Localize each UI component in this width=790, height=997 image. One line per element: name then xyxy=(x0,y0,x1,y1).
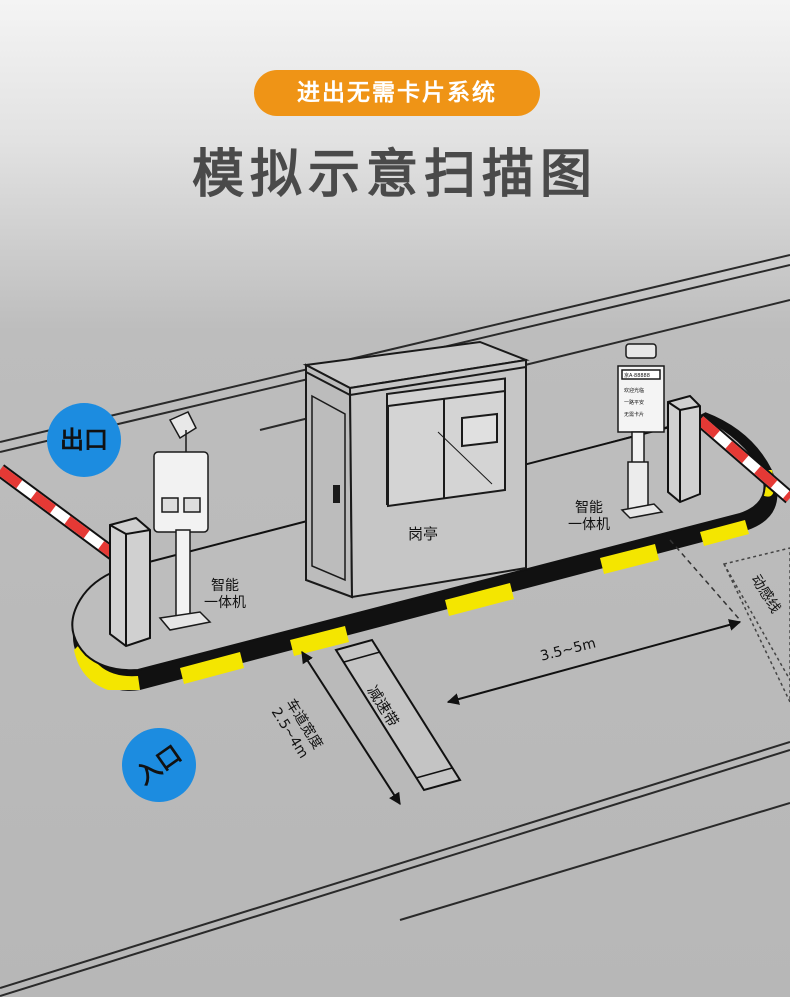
terminal-right-label-line2: 一体机 xyxy=(568,517,610,533)
road-lines xyxy=(0,254,790,997)
exit-badge: 出口 xyxy=(47,403,121,477)
sensor-loop xyxy=(722,547,790,703)
terminal-right xyxy=(617,343,665,519)
display-line2: 一路平安 xyxy=(624,399,644,406)
header-pill: 进出无需卡片系统 xyxy=(254,70,540,116)
display-plate: 京A·88888 xyxy=(624,372,650,379)
terminal-left-label-line2: 一体机 xyxy=(204,595,246,611)
terminal-right-label-line1: 智能 xyxy=(575,500,603,516)
terminal-left xyxy=(153,411,212,631)
terminal-right-label: 智能 一体机 xyxy=(568,500,610,534)
guard-booth xyxy=(302,340,530,599)
barrier-left xyxy=(0,464,151,648)
terminal-left-label: 智能 一体机 xyxy=(204,578,246,612)
road-line-lower xyxy=(399,802,790,921)
display-line1: 欢迎光临 xyxy=(624,387,644,394)
booth-label: 岗亭 xyxy=(408,525,439,543)
barrier-right xyxy=(667,394,790,504)
display-line3: 无需卡片 xyxy=(624,411,644,418)
distance-arrow xyxy=(446,619,742,705)
terminal-left-label-line1: 智能 xyxy=(211,578,239,594)
lane-width-arrow xyxy=(301,650,401,806)
page-title: 模拟示意扫描图 xyxy=(191,145,598,205)
